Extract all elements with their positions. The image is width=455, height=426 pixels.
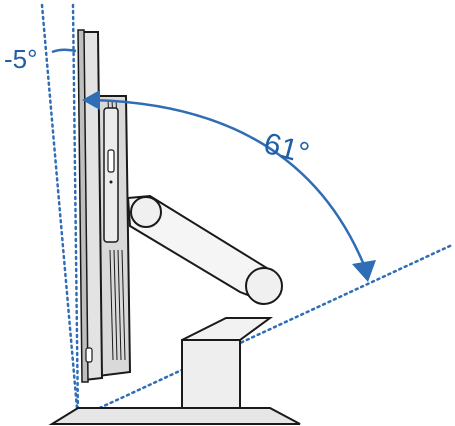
optical-drive-button [107,149,115,173]
optical-drive [103,107,119,243]
back-tilt-label: -5° [4,44,38,74]
arc-arrowhead-end [352,260,376,282]
monitor-screen-edge [77,29,89,383]
vertical-reference-line [71,3,80,422]
back-tilt-reference-line [40,3,80,422]
reference-lines [40,3,454,422]
forward-tilt-reference-line [76,243,454,420]
side-port [85,347,93,363]
forward-tilt-label: 61° [260,127,312,171]
upper-hinge [130,196,162,228]
stand [48,194,301,425]
stand-column-top [181,317,274,341]
back-tilt-arc [51,48,77,54]
optical-drive-eject-hole [109,180,113,184]
stand-base-plate [48,407,301,425]
arc-arrowhead-start [82,90,100,110]
lower-hinge [245,267,283,305]
forward-tilt-indicator [82,90,376,282]
stand-column [181,339,241,409]
forward-tilt-arc [91,98,368,271]
monitor [77,29,132,383]
